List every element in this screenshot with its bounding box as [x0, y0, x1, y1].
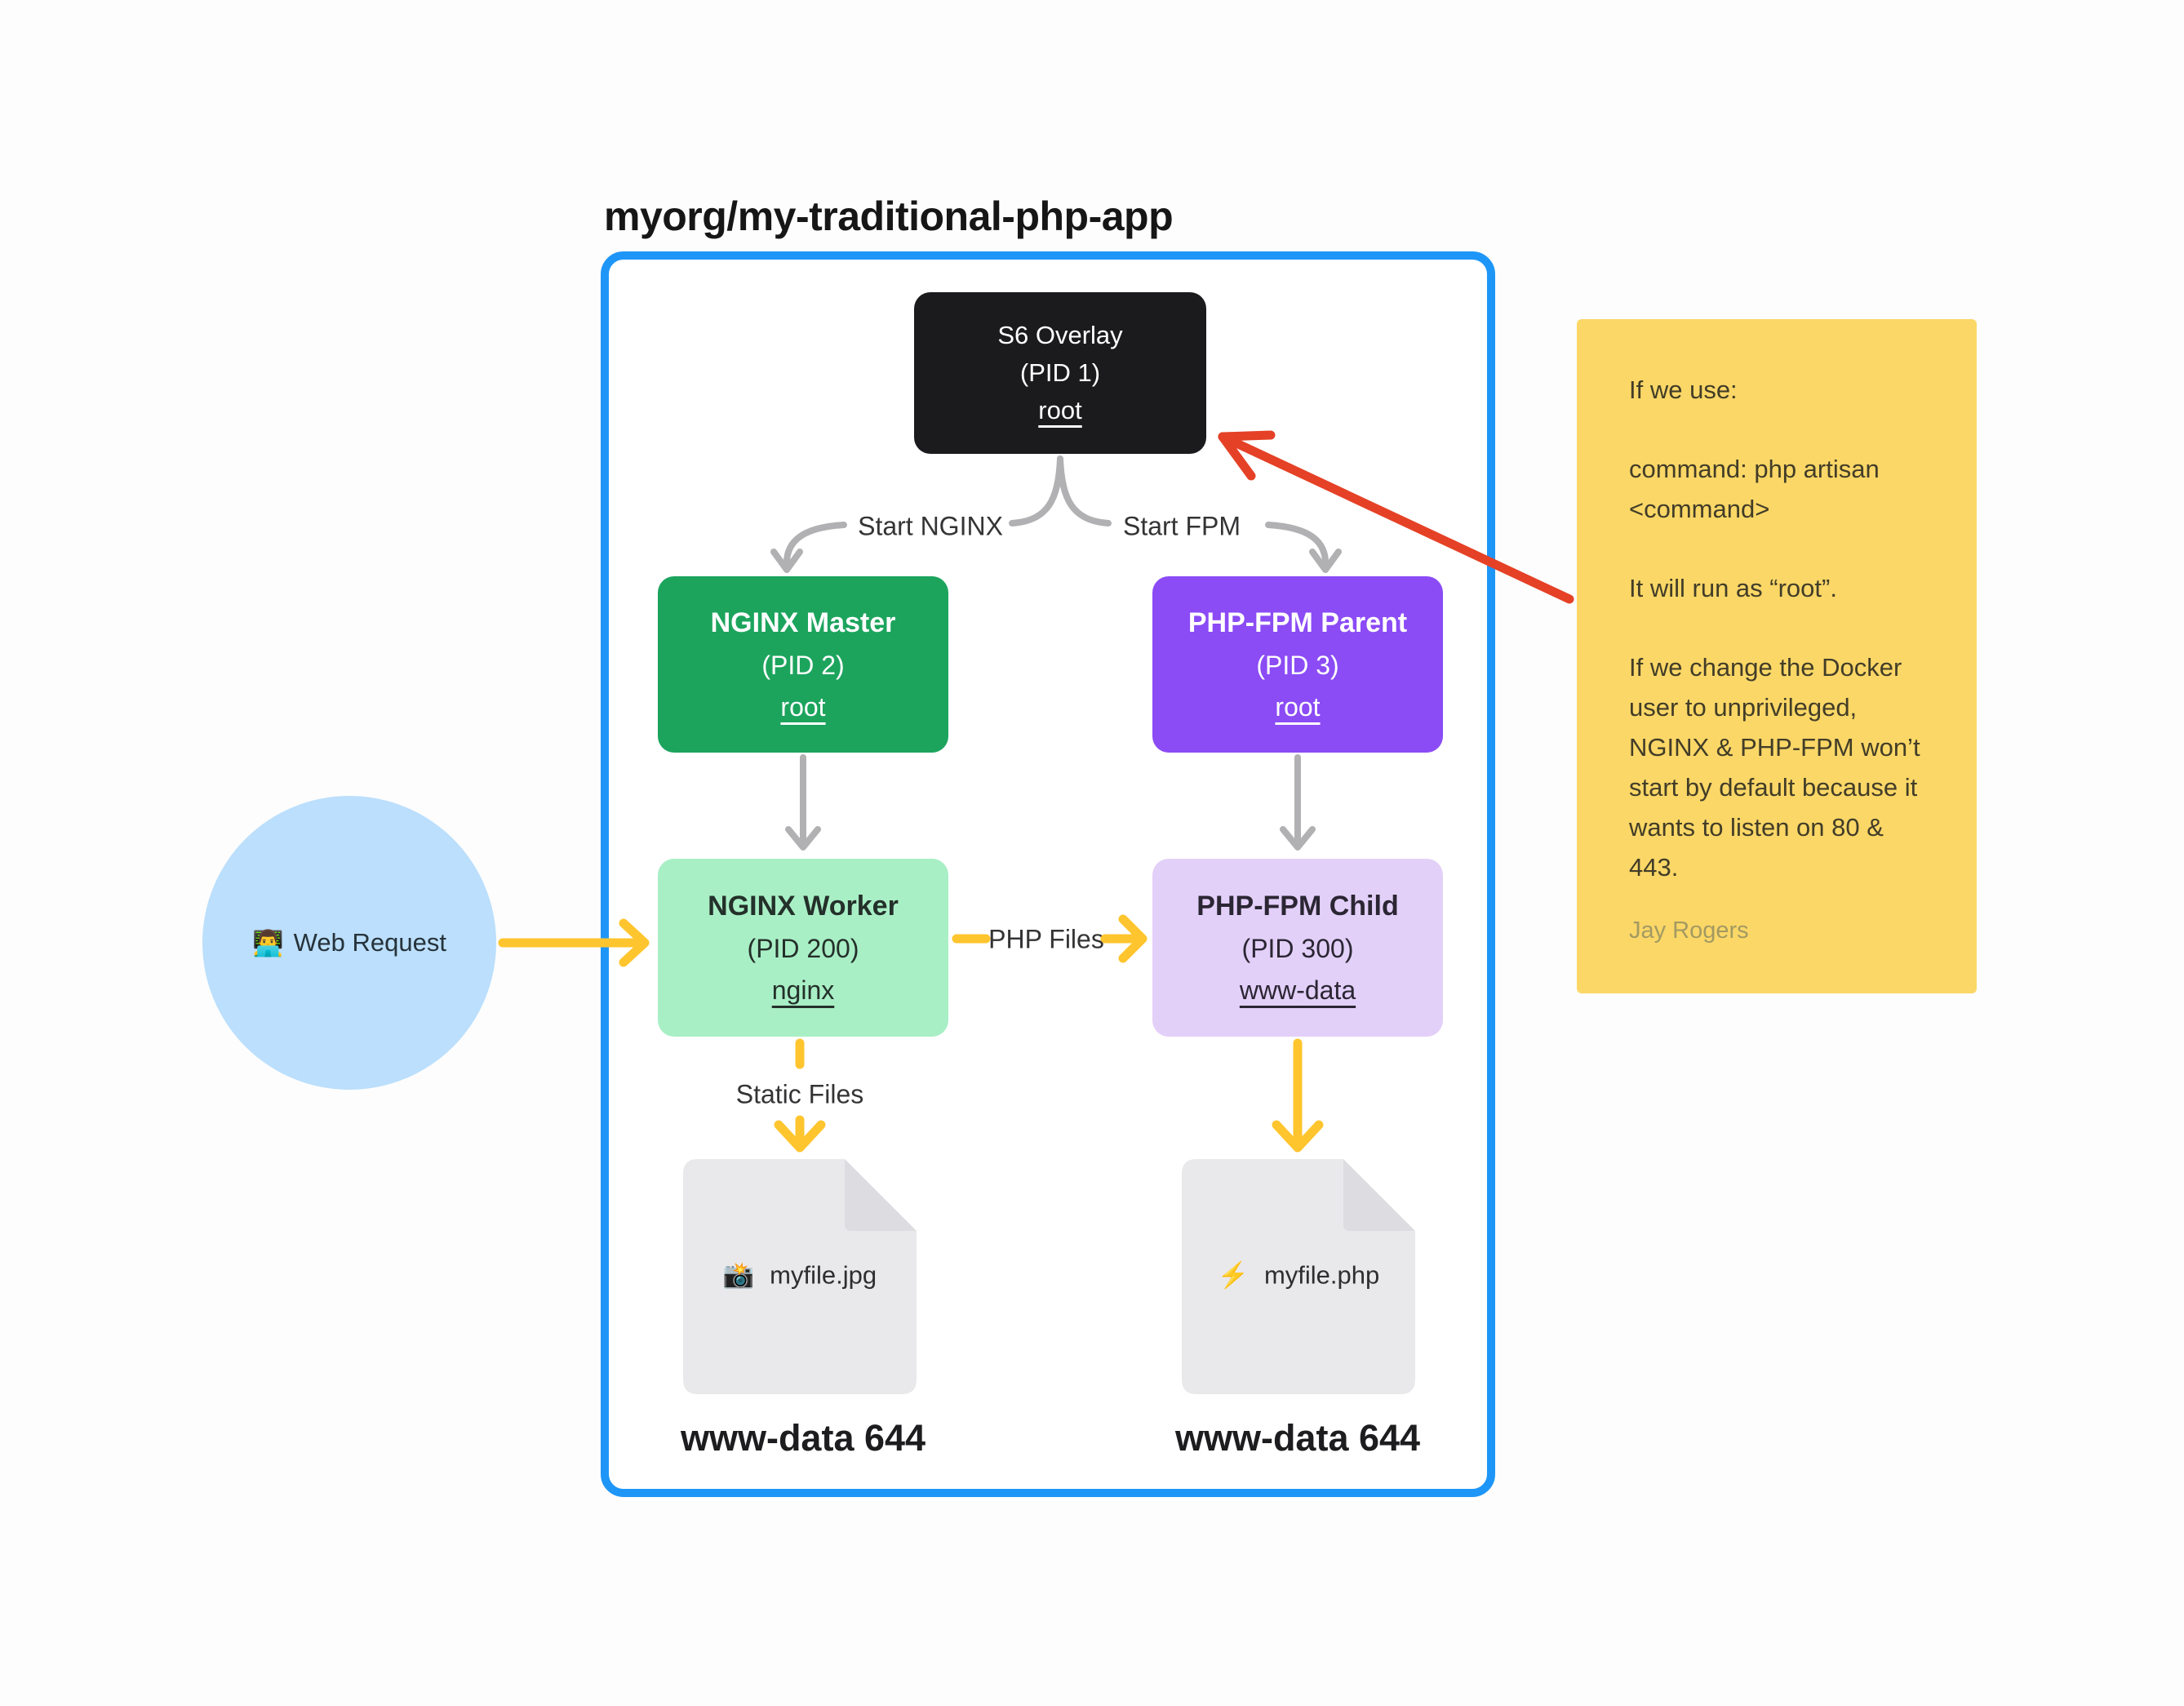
edge-label-start-nginx: Start NGINX: [858, 511, 1003, 541]
file-jpg-owner-permissions: www-data 644: [680, 1417, 926, 1459]
node-pid: (PID 200): [747, 933, 859, 963]
file-icon-jpg: [683, 1159, 917, 1394]
node-pid: (PID 2): [761, 650, 845, 680]
node-title: NGINX Master: [710, 606, 896, 638]
edge-label-start-fpm: Start FPM: [1122, 511, 1241, 541]
node-user: root: [780, 691, 826, 722]
camera-flash-emoji-icon: 📸: [722, 1260, 755, 1290]
node-s6-overlay: S6 Overlay (PID 1) root: [914, 292, 1206, 454]
note-paragraph: If we change the Docker user to unprivil…: [1629, 653, 1920, 882]
file-jpg-label: 📸 myfile.jpg: [723, 1260, 877, 1291]
note-paragraph: command: php artisan <command>: [1629, 455, 1880, 523]
edge-label-static-files: Static Files: [735, 1079, 864, 1109]
folded-corner-icon: [1343, 1159, 1415, 1231]
node-user: nginx: [771, 975, 835, 1005]
note-author: Jay Rogers: [1629, 917, 1749, 944]
node-pid: (PID 300): [1241, 933, 1354, 963]
node-php-fpm-child: PHP-FPM Child (PID 300) www-data: [1152, 859, 1443, 1037]
web-request-bubble: 👨‍💻 Web Request: [202, 796, 496, 1090]
file-php-label: ⚡ myfile.php: [1218, 1260, 1380, 1291]
file-icon-php: [1182, 1159, 1415, 1394]
node-title: S6 Overlay: [997, 321, 1123, 349]
node-php-fpm-parent: PHP-FPM Parent (PID 3) root: [1152, 576, 1443, 753]
node-user: root: [1275, 691, 1321, 722]
node-nginx-master: NGINX Master (PID 2) root: [658, 576, 948, 753]
page-title: myorg/my-traditional-php-app: [604, 193, 1174, 239]
file-name: myfile.php: [1263, 1260, 1380, 1290]
node-user: www-data: [1239, 975, 1356, 1005]
node-nginx-worker: NGINX Worker (PID 200) nginx: [658, 859, 948, 1037]
node-pid: (PID 1): [1019, 358, 1101, 387]
sticky-note: If we use: command: php artisan <command…: [1577, 319, 1977, 993]
node-title: PHP-FPM Child: [1196, 890, 1399, 922]
edge-label-php-files: PHP Files: [988, 924, 1104, 954]
file-name: myfile.jpg: [770, 1260, 877, 1290]
lightning-emoji-icon: ⚡: [1217, 1260, 1250, 1290]
technologist-emoji-icon: 👨‍💻: [252, 928, 284, 957]
web-request-label: Web Request: [293, 928, 446, 957]
node-pid: (PID 3): [1256, 650, 1339, 680]
file-php-owner-permissions: www-data 644: [1174, 1417, 1421, 1459]
note-paragraph: It will run as “root”.: [1629, 574, 1837, 602]
node-title: NGINX Worker: [708, 890, 899, 922]
note-paragraph: If we use:: [1629, 375, 1738, 404]
node-title: PHP-FPM Parent: [1187, 606, 1408, 638]
folded-corner-icon: [845, 1159, 917, 1231]
node-user: root: [1038, 396, 1082, 424]
